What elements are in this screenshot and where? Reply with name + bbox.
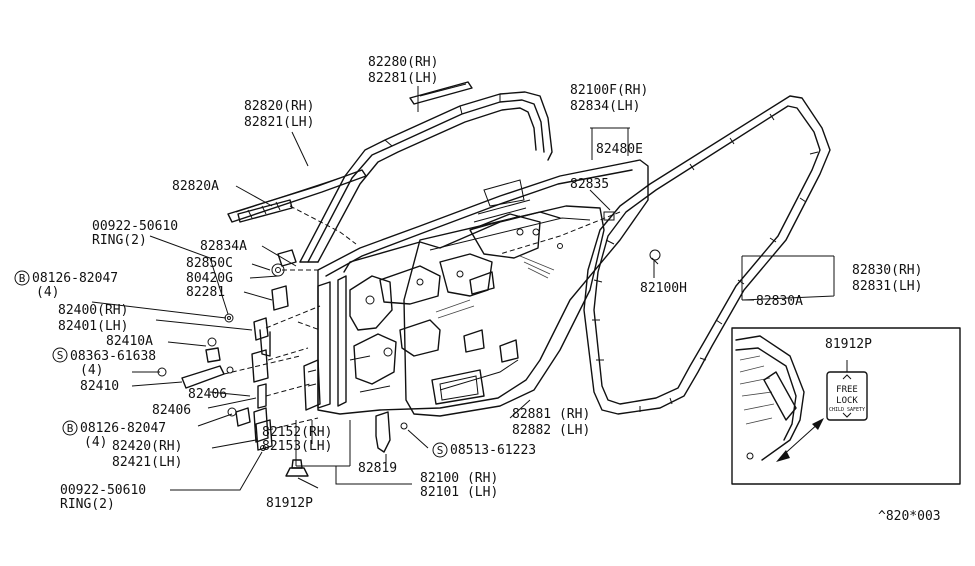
part-label: (4) [36,285,59,300]
part-label: 82410A [106,334,153,349]
screw-marker-icon [432,442,448,458]
part-label: 82420(RH) [112,439,182,454]
part-label: 82834(LH) [570,99,640,114]
part-label: 82101 (LH) [420,485,498,500]
part-label: 00922-50610 [92,219,178,234]
part-label: 08126-82047 [80,421,166,436]
part-label: 82410 [80,379,119,394]
inset-text-line1: FREE [836,385,858,395]
child-safety-label: FREE LOCK CHILD SAFETY [829,385,865,413]
bolt-marker-label: B [67,422,74,435]
door-trim-82881 [403,205,615,417]
part-label: 82834A [200,239,247,254]
part-label: 82152(RH) [262,425,332,440]
part-label: 80420G [186,271,233,286]
inset-text-line3: CHILD SAFETY [829,407,865,413]
part-label: 82280(RH) [368,55,438,70]
weatherstrip-82830 [583,95,831,415]
part-label: (4) [80,363,103,378]
part-label: 82281 [186,285,225,300]
screw-marker-label: S [437,444,444,457]
part-label: 82421(LH) [112,455,182,470]
part-label: 82100H [640,281,687,296]
part-label: 82406 [188,387,227,402]
leader-lines [91,86,835,491]
part-label: RING(2) [60,497,115,512]
part-label: 81912P [825,337,872,352]
part-label: 82400(RH) [58,303,128,318]
part-labels: 82280(RH) 82281(LH) 82820(RH) 82821(LH) … [32,55,941,524]
part-label: 82882 (LH) [512,423,590,438]
part-label: 82820(RH) [244,99,314,114]
part-label: 08126-82047 [32,271,118,286]
part-label: 82100F(RH) [570,83,648,98]
part-label: 82480E [596,142,643,157]
bolt-marker-icon [14,270,30,286]
part-label: 82100 (RH) [420,471,498,486]
screw-marker-label: S [57,349,64,362]
part-label: 82821(LH) [244,115,314,130]
part-label: 82881 (RH) [512,407,590,422]
screw-marker-icon [52,347,68,363]
part-label: 82820A [172,179,219,194]
diagram-code: ^820*003 [878,509,941,524]
child-safety-inset [731,327,961,485]
part-label: 00922-50610 [60,483,146,498]
bolt-marker-icon [62,420,78,436]
part-label: 82850C [186,256,233,271]
part-label: 81912P [266,496,313,511]
fastener-markers: B S B S [14,270,448,458]
part-label: 82401(LH) [58,319,128,334]
assembly-guides [223,205,621,431]
part-label: 82830A [756,294,803,309]
part-label: 82153(LH) [262,439,332,454]
part-label: 82819 [358,461,397,476]
part-label: RING(2) [92,233,147,248]
part-label: 82835 [570,177,609,192]
part-label: 82830(RH) [852,263,922,278]
part-label: 82406 [152,403,191,418]
part-label: 82281(LH) [368,71,438,86]
part-label: 82831(LH) [852,279,922,294]
inset-text-line2: LOCK [836,396,858,406]
sash-assembly-82280 [299,81,553,263]
part-label: 08363-61638 [70,349,156,364]
part-label: (4) [84,435,107,450]
part-label: 08513-61223 [450,443,536,458]
belt-moulding-82820 [227,169,367,223]
bolt-marker-label: B [19,272,26,285]
